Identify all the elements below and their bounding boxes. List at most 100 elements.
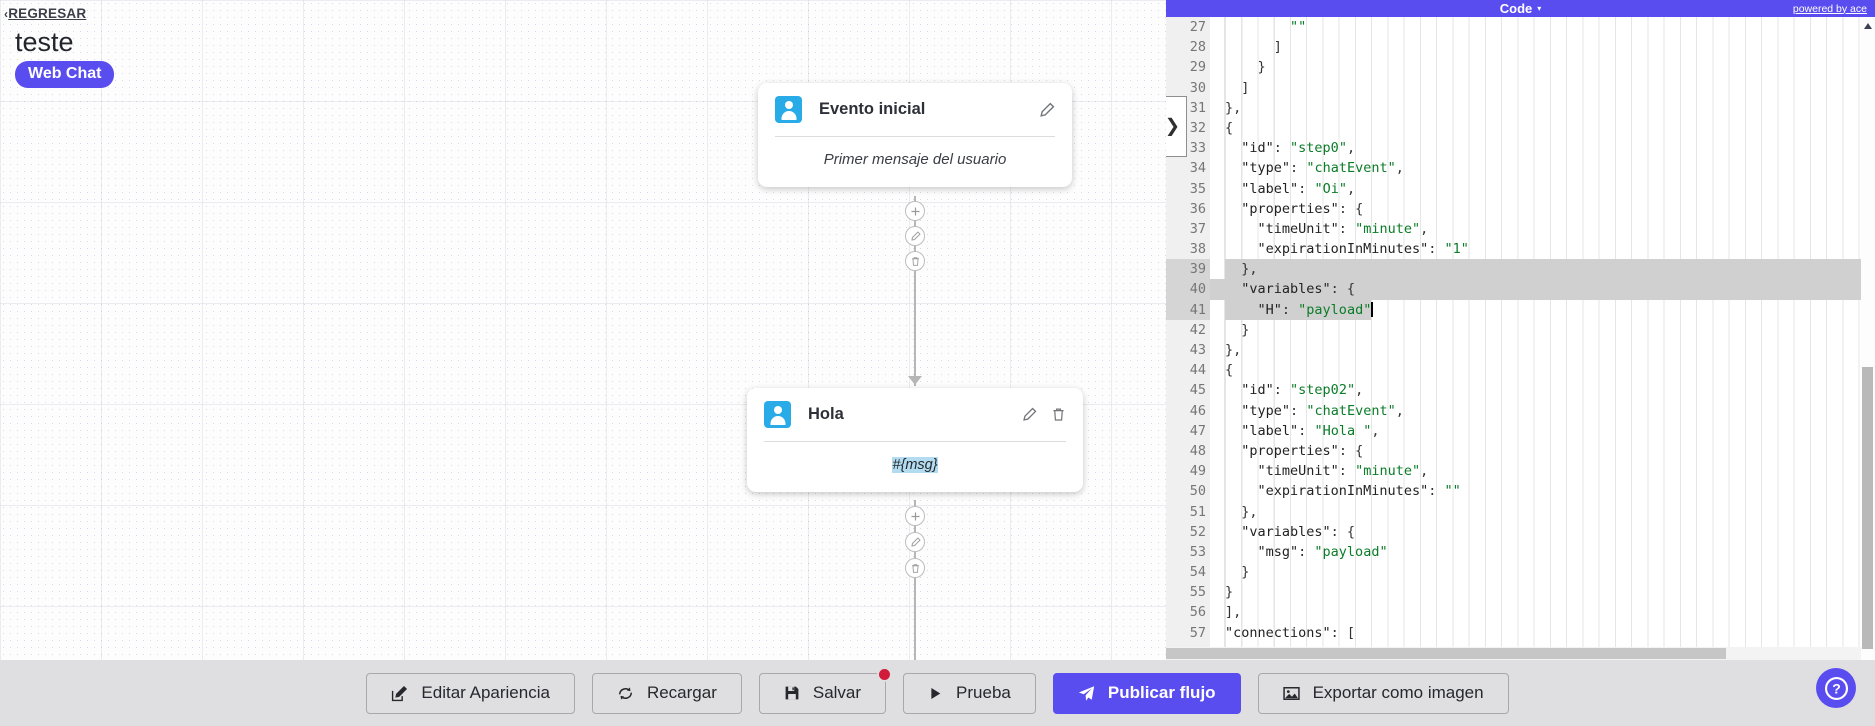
code-line[interactable]: "properties": { <box>1241 442 1364 459</box>
code-line[interactable]: "" <box>1290 19 1307 35</box>
code-line[interactable]: "variables": { <box>1210 279 1861 300</box>
edit-appearance-button[interactable]: Editar Apariencia <box>366 672 575 714</box>
code-line[interactable]: "connections": [ <box>1225 624 1356 641</box>
horizontal-scrollbar-thumb[interactable] <box>1166 648 1726 659</box>
flow-canvas[interactable]: ‹REGRESAR teste Web Chat <box>0 0 1166 660</box>
code-line[interactable]: ], <box>1225 604 1242 621</box>
code-line[interactable]: "id": "step0", <box>1241 140 1356 157</box>
back-link-label: REGRESAR <box>8 6 87 21</box>
scroll-up-arrow-icon[interactable] <box>1864 23 1872 29</box>
line-number: 54 <box>1189 564 1206 581</box>
line-number: 31 <box>1189 99 1206 116</box>
node-divider <box>764 441 1066 442</box>
connector-edit-button-2[interactable] <box>905 532 925 552</box>
node-placeholder-text: Primer mensaje del usuario <box>823 151 1007 168</box>
code-line[interactable]: } <box>1225 584 1234 601</box>
code-line[interactable]: "id": "step02", <box>1241 382 1364 399</box>
test-button[interactable]: Prueba <box>903 672 1036 714</box>
back-link[interactable]: ‹REGRESAR <box>4 6 86 21</box>
connector-delete-button-2[interactable] <box>905 558 925 578</box>
edit-icon[interactable] <box>1022 407 1037 422</box>
code-line[interactable]: }, <box>1225 99 1242 116</box>
plus-icon <box>911 512 919 520</box>
play-icon <box>928 686 943 701</box>
user-avatar-icon <box>775 96 802 123</box>
vertical-scrollbar-thumb[interactable] <box>1862 367 1873 649</box>
code-line[interactable]: }, <box>1225 342 1242 358</box>
node-header: Hola <box>747 388 1083 441</box>
connector-add-node-button[interactable] <box>905 201 925 221</box>
chevron-right-icon: ❯ <box>1166 111 1180 141</box>
code-line[interactable]: ] <box>1225 39 1282 56</box>
connector-add-node-button-2[interactable] <box>905 506 925 526</box>
flow-node-hola[interactable]: Hola #{msg} <box>747 388 1083 492</box>
line-number: 53 <box>1189 543 1206 560</box>
connector-edit-button[interactable] <box>905 226 925 246</box>
code-line[interactable]: ] <box>1225 79 1250 96</box>
node-title: Evento inicial <box>819 100 926 118</box>
node-body: #{msg} <box>747 442 1083 492</box>
code-line[interactable]: { <box>1225 362 1234 379</box>
code-line[interactable]: "H": "payload" <box>1210 299 1861 320</box>
code-line[interactable]: "timeUnit": "minute", <box>1257 220 1429 237</box>
trash-icon <box>911 563 919 573</box>
line-number: 55 <box>1189 584 1206 601</box>
vertical-scrollbar[interactable] <box>1861 17 1875 660</box>
line-number: 36▾ <box>1166 199 1219 219</box>
code-line[interactable]: "msg": "payload" <box>1257 543 1388 560</box>
trash-icon[interactable] <box>1051 407 1066 422</box>
line-number: 28 <box>1189 39 1206 56</box>
flow-node-initial-event[interactable]: Evento inicial Primer mensaje del usuari… <box>758 83 1072 187</box>
code-line[interactable]: }, <box>1225 503 1258 520</box>
refresh-icon <box>617 685 634 702</box>
code-line[interactable]: "variables": { <box>1241 523 1356 540</box>
trash-icon <box>911 256 919 266</box>
code-line[interactable]: "expirationInMinutes": "" <box>1257 483 1461 500</box>
connector-line-2 <box>914 500 916 660</box>
chevron-down-icon[interactable]: ▾ <box>1537 4 1542 13</box>
node-body: Primer mensaje del usuario <box>758 137 1072 187</box>
edit-icon[interactable] <box>1039 102 1055 118</box>
horizontal-scrollbar[interactable] <box>1166 647 1861 660</box>
code-line[interactable]: "timeUnit": "minute", <box>1257 463 1429 480</box>
page-title: teste <box>15 27 74 57</box>
code-panel-header: Code ▾ powered by ace <box>1166 0 1875 17</box>
save-button[interactable]: Salvar <box>758 666 893 714</box>
code-editor-panel: Code ▾ powered by ace 272829303132▾33343… <box>1166 0 1875 660</box>
line-number: 57▾ <box>1166 623 1219 643</box>
code-line[interactable]: }, <box>1210 259 1875 280</box>
line-number: 47 <box>1189 422 1206 439</box>
node-title: Hola <box>808 405 844 423</box>
connector-delete-button[interactable] <box>905 251 925 271</box>
line-number: 38 <box>1189 241 1206 258</box>
line-number: 29 <box>1189 59 1206 76</box>
publish-flow-button[interactable]: Publicar flujo <box>1052 672 1241 714</box>
pencil-square-icon <box>391 685 408 702</box>
code-line[interactable]: } <box>1225 564 1250 581</box>
code-fold-widget[interactable]: ❯ <box>1166 96 1187 157</box>
unsaved-changes-badge <box>877 666 893 682</box>
code-line[interactable]: "label": "Hola ", <box>1241 422 1380 439</box>
line-number: 50 <box>1189 483 1206 500</box>
publish-flow-label: Publicar flujo <box>1107 683 1216 702</box>
user-avatar-icon <box>764 401 791 428</box>
code-content-area[interactable]: "" ] } ]}, { "id": "step0", "type": "chat… <box>1210 17 1875 660</box>
help-button[interactable]: ? <box>1816 668 1856 708</box>
code-line[interactable]: } <box>1225 59 1266 76</box>
node-divider <box>775 136 1055 137</box>
back-arrow-icon: ‹ <box>4 7 9 21</box>
code-editor[interactable]: 272829303132▾33343536▾37383940▾41424344▾… <box>1166 17 1875 660</box>
code-line[interactable]: "type": "chatEvent", <box>1241 402 1404 419</box>
code-line[interactable]: } <box>1225 321 1250 338</box>
code-line[interactable]: { <box>1225 119 1234 136</box>
code-line[interactable]: "expirationInMinutes": "1" <box>1257 241 1469 258</box>
line-number: 45 <box>1189 382 1206 399</box>
code-line[interactable]: "label": "Oi", <box>1241 180 1356 197</box>
powered-by-link[interactable]: powered by ace <box>1792 2 1867 15</box>
line-number: 37 <box>1189 220 1206 237</box>
line-number: 44▾ <box>1166 360 1219 380</box>
export-image-button[interactable]: Exportar como imagen <box>1257 672 1509 714</box>
code-line[interactable]: "properties": { <box>1241 200 1364 217</box>
reload-button[interactable]: Recargar <box>591 672 742 714</box>
code-line[interactable]: "type": "chatEvent", <box>1241 160 1404 177</box>
